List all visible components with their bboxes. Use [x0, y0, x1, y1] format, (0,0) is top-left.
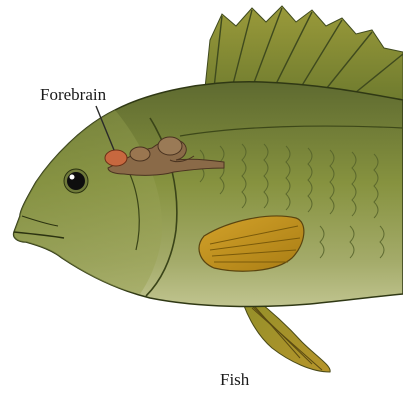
forebrain-lobe: [105, 150, 127, 166]
eye: [64, 169, 88, 193]
fish-body: [14, 82, 403, 307]
figure-caption: Fish: [220, 371, 249, 388]
forebrain-label: Forebrain: [40, 86, 106, 103]
